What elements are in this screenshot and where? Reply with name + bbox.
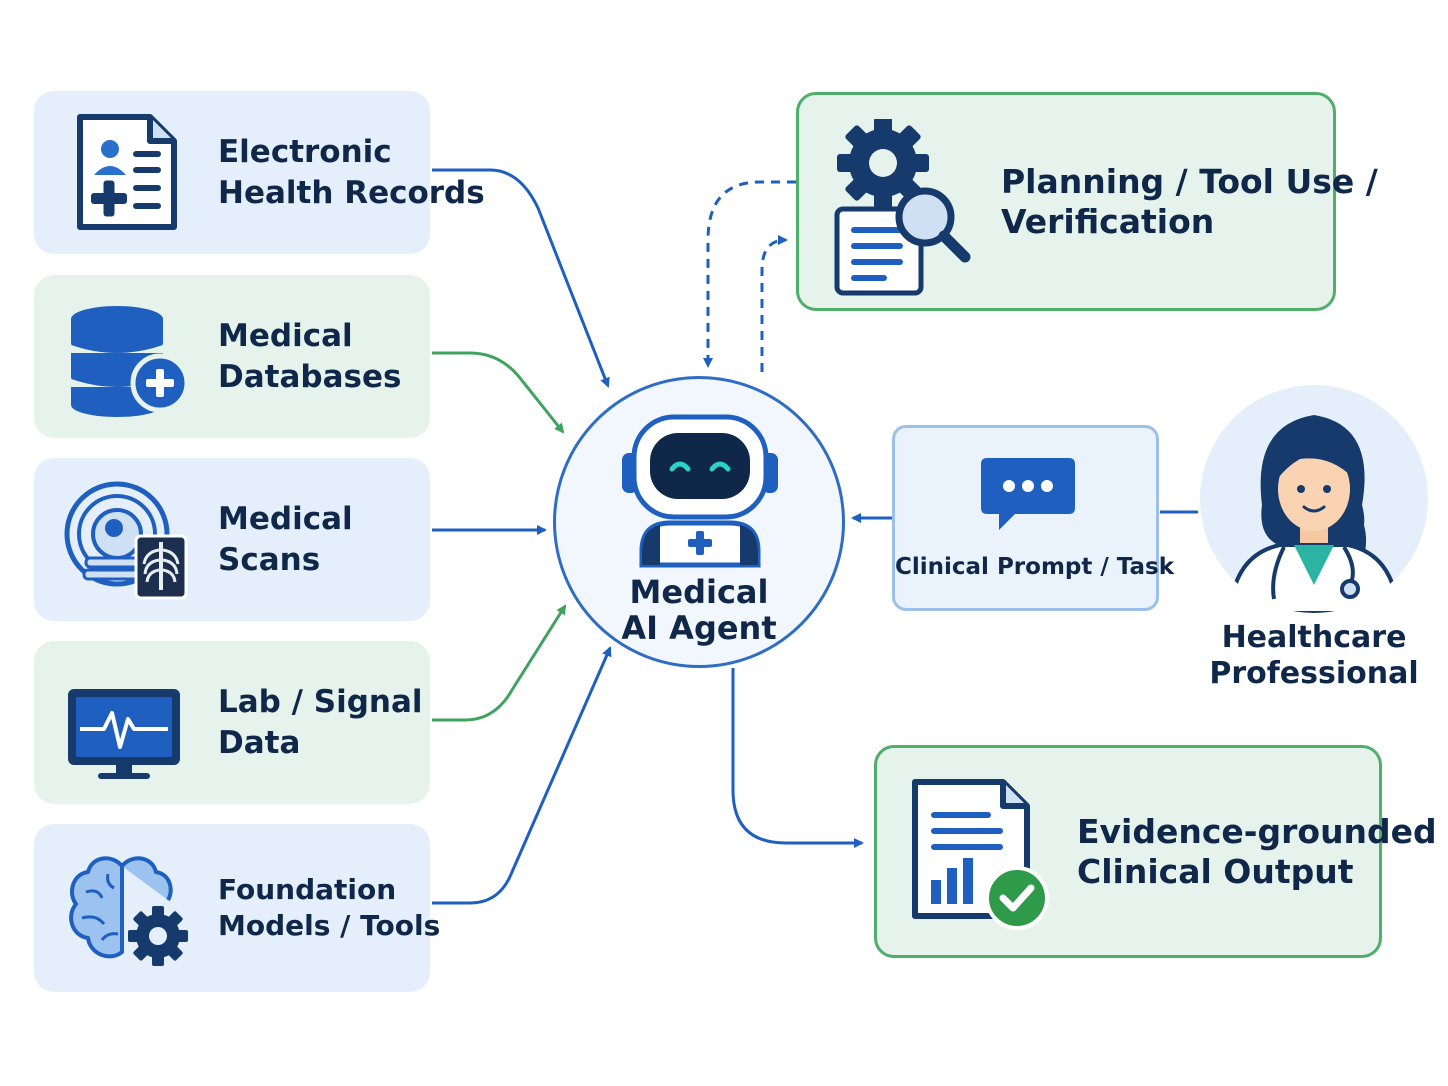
agent-title: Medical AI Agent bbox=[621, 573, 777, 647]
source-box-scans: Medical Scans bbox=[34, 458, 430, 621]
arrow-agent-to-output bbox=[731, 668, 864, 848]
clinical-output-box: Evidence-grounded Clinical Output bbox=[874, 745, 1437, 958]
arrow-models-to-agent bbox=[432, 646, 612, 905]
arrow-agent-to-planning bbox=[760, 235, 788, 372]
arrow-lab-to-agent bbox=[432, 604, 567, 722]
medical-scan-icon bbox=[62, 474, 192, 604]
health-record-icon bbox=[62, 107, 192, 237]
source-label-models: Foundation Models / Tools bbox=[218, 872, 441, 942]
brain-gear-icon bbox=[62, 844, 192, 974]
medical-database-icon bbox=[62, 291, 192, 421]
source-box-ehr: Electronic Health Records bbox=[34, 91, 485, 254]
planning-label: Planning / Tool Use / Verification bbox=[1001, 161, 1378, 241]
clinical-prompt-label: Clinical Prompt / Task bbox=[895, 554, 1175, 580]
arrow-ehr-to-agent bbox=[432, 168, 610, 388]
clinical-prompt-box: Clinical Prompt / Task bbox=[892, 425, 1175, 611]
doctor-avatar-icon bbox=[1200, 385, 1428, 613]
arrow-planning-to-agent bbox=[703, 180, 796, 368]
source-label-databases: Medical Databases bbox=[218, 318, 402, 395]
gear-document-search-icon bbox=[825, 119, 975, 299]
source-box-models: Foundation Models / Tools bbox=[34, 824, 440, 992]
source-label-scans: Medical Scans bbox=[218, 501, 353, 578]
vital-signal-monitor-icon bbox=[62, 657, 192, 787]
planning-box: Planning / Tool Use / Verification bbox=[796, 92, 1378, 311]
source-label-ehr: Electronic Health Records bbox=[218, 134, 485, 211]
robot-icon bbox=[620, 413, 780, 573]
source-box-databases: Medical Databases bbox=[34, 275, 430, 438]
report-check-icon bbox=[907, 776, 1057, 936]
chat-bubble-icon bbox=[979, 454, 1079, 534]
medical-ai-agent-node: Medical AI Agent bbox=[553, 376, 845, 668]
arrow-db-to-agent bbox=[432, 351, 565, 434]
source-box-lab: Lab / Signal Data bbox=[34, 641, 430, 804]
clinical-output-label: Evidence-grounded Clinical Output bbox=[1077, 811, 1437, 891]
source-label-lab: Lab / Signal Data bbox=[218, 684, 423, 761]
healthcare-professional-label: Healthcare Professional bbox=[1209, 620, 1419, 691]
